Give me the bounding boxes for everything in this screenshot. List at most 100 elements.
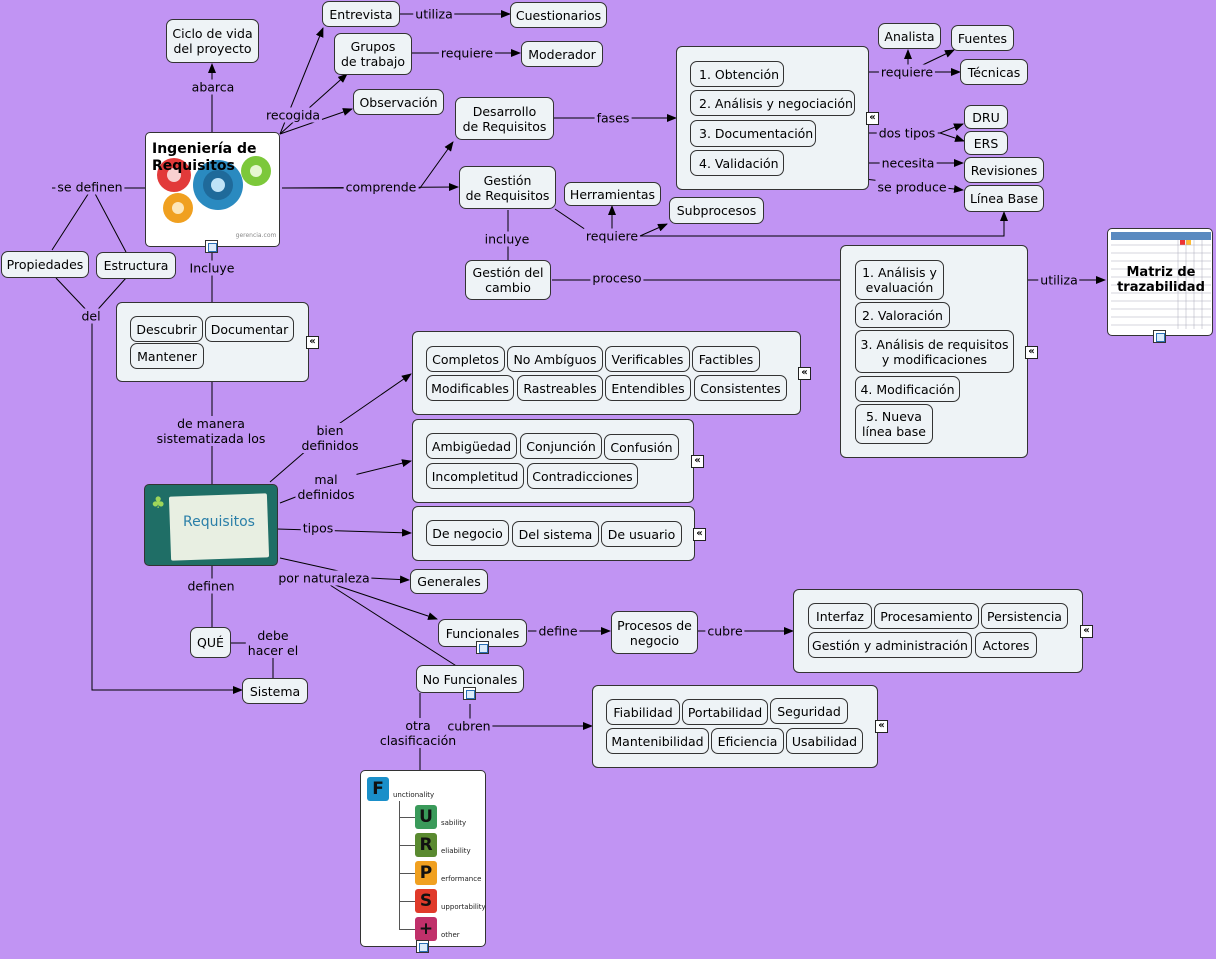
link-otra-clasificacion: otra clasificación — [377, 718, 459, 748]
bien-verificables[interactable]: Verificables — [605, 346, 690, 372]
proceso-analisis-evaluacion[interactable]: 1. Análisis y evaluación — [855, 260, 944, 300]
node-no-funcionales[interactable]: No Funcionales — [416, 665, 524, 693]
node-desarrollo-requisitos[interactable]: Desarrollo de Requisitos — [455, 97, 554, 140]
node-propiedades[interactable]: Propiedades — [1, 251, 89, 278]
resource-ingenieria-icon[interactable] — [205, 240, 218, 253]
fase-validacion[interactable]: 4. Validación — [690, 150, 784, 176]
node-analista[interactable]: Analista — [878, 23, 941, 49]
link-requiere-obtencion: requiere — [878, 64, 936, 80]
proceso-modificacion[interactable]: 4. Modificación — [855, 376, 960, 402]
node-ers[interactable]: ERS — [964, 131, 1008, 155]
furps-letter: + — [415, 917, 437, 941]
resource-nofuncionales-icon[interactable] — [463, 687, 476, 700]
node-observacion[interactable]: Observación — [353, 89, 444, 115]
node-procesos-de-negocio[interactable]: Procesos de negocio — [611, 611, 698, 654]
mal-ambiguedad[interactable]: Ambigüedad — [426, 433, 517, 459]
node-generales[interactable]: Generales — [410, 569, 488, 594]
link-incluye-cambio: incluye — [482, 231, 532, 247]
bien-completos[interactable]: Completos — [426, 346, 505, 372]
mal-contradicciones[interactable]: Contradicciones — [527, 463, 638, 489]
node-linea-base[interactable]: Línea Base — [964, 185, 1044, 212]
tipo-del-sistema[interactable]: Del sistema — [512, 521, 599, 547]
furps-word: upportability: — [441, 903, 486, 911]
matriz-title: Matriz de trazabilidad — [1117, 265, 1205, 295]
link-define: define — [536, 623, 580, 639]
cubre-actores[interactable]: Actores — [975, 632, 1037, 658]
node-ciclo-de-vida[interactable]: Ciclo de vida del proyecto — [166, 19, 259, 63]
furps-branch — [399, 873, 415, 874]
group-bien-definidos — [412, 331, 801, 415]
collapse-incluye-icon[interactable]: « — [306, 336, 319, 349]
nofunc-eficiencia[interactable]: Eficiencia — [711, 728, 784, 754]
node-requisitos[interactable]: ♣ Requisitos — [144, 484, 278, 566]
collapse-nofunc-icon[interactable]: « — [875, 720, 888, 733]
nofunc-seguridad[interactable]: Seguridad — [770, 698, 848, 724]
nofunc-mantenibilidad[interactable]: Mantenibilidad — [606, 728, 709, 754]
bien-consistentes[interactable]: Consistentes — [694, 375, 787, 401]
bien-entendibles[interactable]: Entendibles — [605, 375, 691, 401]
collapse-bien-icon[interactable]: « — [798, 367, 811, 380]
proceso-analisis-modificaciones[interactable]: 3. Análisis de requisitos y modificacion… — [855, 330, 1014, 373]
collapse-proceso-icon[interactable]: « — [1025, 346, 1038, 359]
bien-no-ambiguos[interactable]: No Ambíguos — [507, 346, 603, 372]
collapse-fases-icon[interactable]: « — [866, 112, 879, 125]
fase-documentacion[interactable]: 3. Documentación — [690, 120, 816, 147]
bien-factibles[interactable]: Factibles — [692, 346, 760, 372]
link-del: del — [79, 308, 103, 324]
nofunc-usabilidad[interactable]: Usabilidad — [786, 728, 863, 754]
nofunc-portabilidad[interactable]: Portabilidad — [682, 699, 768, 725]
mal-confusion[interactable]: Confusión — [604, 434, 679, 460]
bien-rastreables[interactable]: Rastreables — [517, 375, 603, 401]
collapse-tipos-icon[interactable]: « — [693, 528, 706, 541]
link-sistematizada: de manera sistematizada los — [154, 416, 268, 446]
node-moderador[interactable]: Moderador — [521, 41, 603, 67]
cubre-gestion-administracion[interactable]: Gestión y administración — [808, 632, 972, 658]
item-mantener[interactable]: Mantener — [130, 343, 204, 369]
fase-analisis[interactable]: 2. Análisis y negociación — [690, 90, 855, 116]
node-gestion-del-cambio[interactable]: Gestión del cambio — [465, 260, 551, 300]
node-subprocesos[interactable]: Subprocesos — [669, 197, 764, 224]
link-mal-definidos: mal definidos — [295, 472, 357, 502]
node-tecnicas[interactable]: Técnicas — [960, 59, 1028, 85]
node-cuestionarios[interactable]: Cuestionarios — [510, 2, 607, 28]
proceso-nueva-linea-base[interactable]: 5. Nueva línea base — [855, 404, 933, 444]
mal-conjuncion[interactable]: Conjunción — [520, 433, 602, 459]
tipo-de-negocio[interactable]: De negocio — [426, 520, 509, 546]
furps-branch — [399, 929, 415, 930]
item-documentar[interactable]: Documentar — [205, 316, 294, 342]
group-cubre — [793, 589, 1083, 673]
collapse-mal-icon[interactable]: « — [691, 455, 704, 468]
clover-icon: ♣ — [151, 493, 166, 512]
node-ingenieria-requisitos[interactable]: gerencia.com Ingeniería de Requisitos — [145, 132, 280, 247]
cubre-procesamiento[interactable]: Procesamiento — [874, 603, 979, 629]
resource-matriz-icon[interactable] — [1153, 330, 1166, 343]
cubre-interfaz[interactable]: Interfaz — [808, 603, 872, 629]
node-estructura[interactable]: Estructura — [96, 252, 176, 279]
bien-modificables[interactable]: Modificables — [426, 375, 514, 401]
node-matriz-trazabilidad[interactable]: Matriz de trazabilidad — [1107, 228, 1213, 336]
tipo-de-usuario[interactable]: De usuario — [601, 521, 682, 547]
node-sistema[interactable]: Sistema — [242, 678, 308, 704]
link-requiere-herramientas: requiere — [583, 228, 641, 244]
mal-incompletitud[interactable]: Incompletitud — [426, 463, 524, 489]
proceso-valoracion[interactable]: 2. Valoración — [855, 302, 950, 328]
item-descubrir[interactable]: Descubrir — [130, 316, 203, 342]
nofunc-fiabilidad[interactable]: Fiabilidad — [606, 699, 680, 725]
link-incluye-group: Incluye — [187, 260, 237, 276]
node-fuentes[interactable]: Fuentes — [951, 25, 1014, 51]
node-herramientas[interactable]: Herramientas — [564, 182, 661, 206]
resource-furps-icon[interactable] — [416, 940, 429, 953]
collapse-cubre-icon[interactable]: « — [1080, 625, 1093, 638]
node-dru[interactable]: DRU — [964, 105, 1008, 129]
resource-funcionales-icon[interactable] — [476, 641, 489, 654]
node-gestion-requisitos[interactable]: Gestión de Requisitos — [459, 166, 556, 209]
fase-obtencion[interactable]: 1. Obtención — [690, 61, 784, 87]
ingenieria-title: Ingeniería de Requisitos — [152, 141, 257, 174]
node-que[interactable]: QUÉ — [190, 627, 231, 658]
node-grupos-de-trabajo[interactable]: Grupos de trabajo — [334, 33, 412, 75]
node-revisiones[interactable]: Revisiones — [964, 157, 1044, 183]
cubre-persistencia[interactable]: Persistencia — [981, 603, 1068, 629]
node-entrevista[interactable]: Entrevista — [322, 1, 400, 27]
furps-branch — [399, 817, 415, 818]
